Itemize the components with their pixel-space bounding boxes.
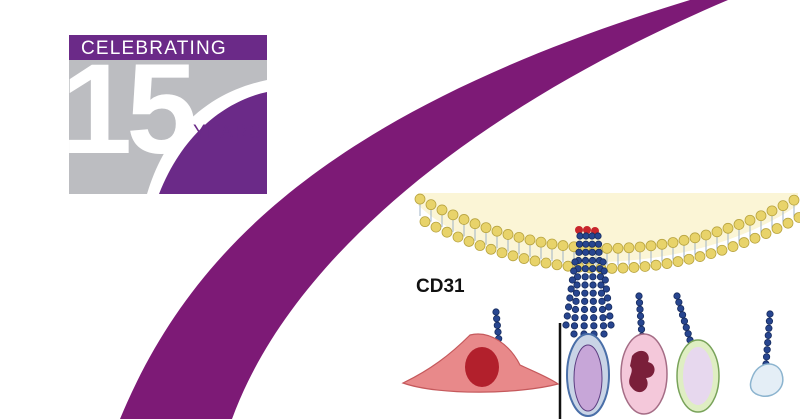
cd31-label: CD31 (416, 276, 465, 297)
anniversary-badge: CELEBRATING 15 YEARS (69, 35, 267, 194)
neutrophil-cell (620, 333, 668, 415)
badge-number: 15 (69, 60, 197, 181)
badge-swoosh-graphic (147, 80, 267, 194)
badge-body: 15 YEARS (69, 60, 267, 194)
lymphocyte-cell (566, 333, 610, 417)
badge-unit: YEARS (193, 122, 263, 143)
badge-header-band: CELEBRATING (69, 35, 267, 60)
spread-cell (401, 333, 560, 393)
badge-headline: CELEBRATING (81, 38, 227, 59)
platelet-cell (749, 363, 784, 397)
monocyte-cell (676, 339, 720, 413)
